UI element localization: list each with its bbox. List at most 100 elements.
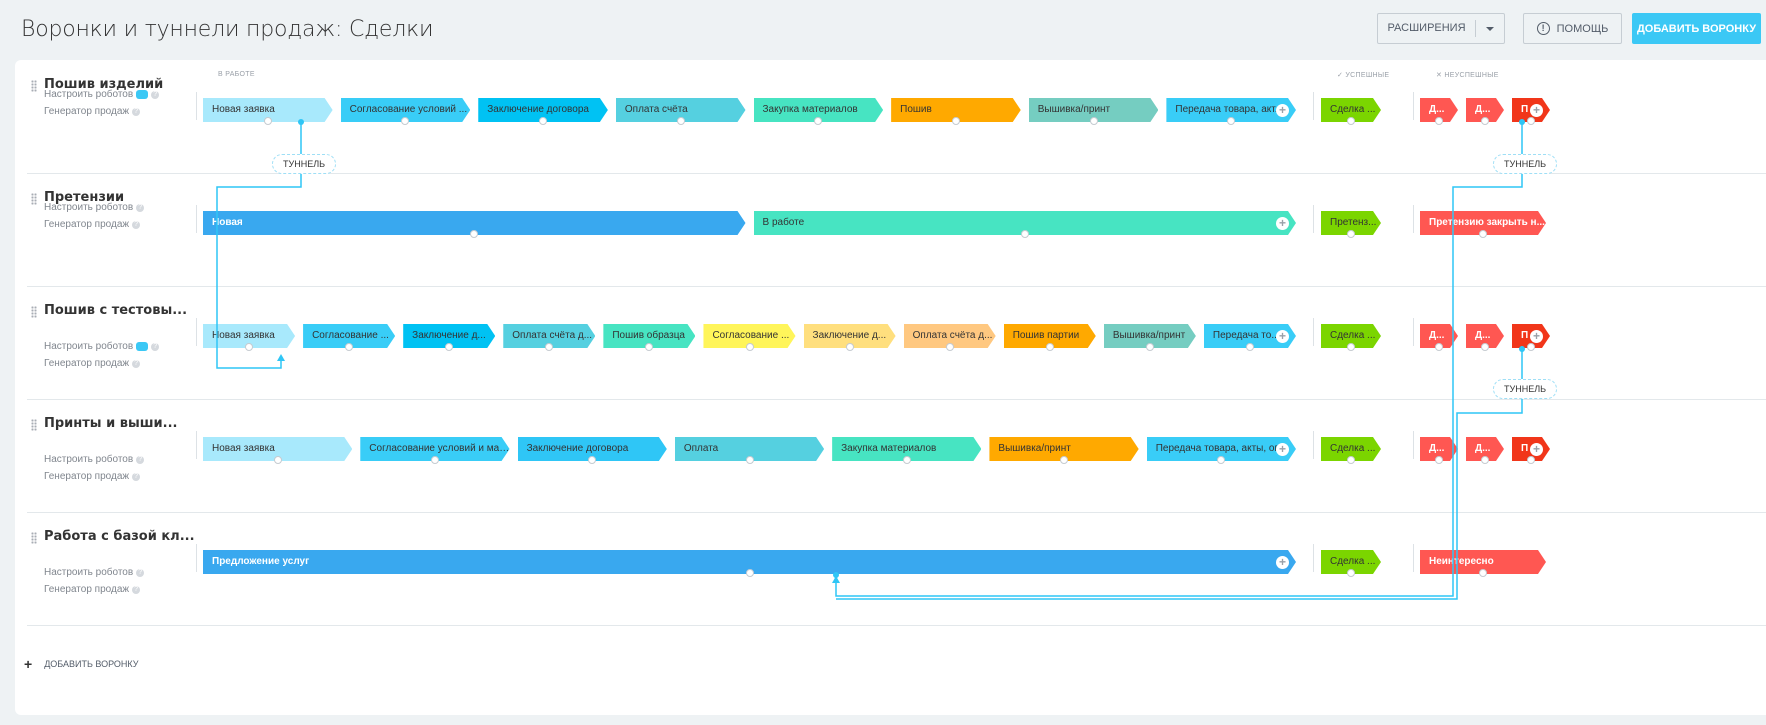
fail-header-label: Неуспешные xyxy=(1444,72,1499,79)
success-header-label: Успешные xyxy=(1345,72,1390,79)
tunnel-badge[interactable]: ТУННЕЛЬ xyxy=(272,154,337,174)
funnel-name[interactable]: Работа с базой кл... xyxy=(44,529,195,544)
stage-connector-dot[interactable] xyxy=(539,117,548,125)
add-stage-icon[interactable]: + xyxy=(1530,330,1543,343)
add-funnel-button[interactable]: Добавить воронку xyxy=(1632,13,1761,44)
tunnel-line xyxy=(836,346,1523,600)
add-funnel-link-label: Добавить воронку xyxy=(44,659,139,669)
stage-connector-dot[interactable] xyxy=(676,117,685,125)
stage-connector-dot[interactable] xyxy=(588,456,597,464)
stage-connector-dot[interactable] xyxy=(1217,456,1226,464)
add-stage-icon[interactable]: + xyxy=(1276,443,1289,456)
sales-generator-link[interactable]: Генератор продаж? xyxy=(44,584,141,595)
stage-connector-dot[interactable] xyxy=(745,456,754,464)
stage-connector-dot[interactable] xyxy=(263,117,272,125)
add-stage-icon[interactable]: + xyxy=(1530,443,1543,456)
sales-generator-label: Генератор продаж xyxy=(44,471,130,482)
sales-generator-link[interactable]: Генератор продаж? xyxy=(44,106,141,117)
extensions-dropdown-toggle[interactable] xyxy=(1476,26,1504,31)
help-question-icon: ? xyxy=(132,472,141,481)
stage-connector-dot[interactable] xyxy=(951,117,960,125)
drag-handle-icon[interactable] xyxy=(31,532,37,544)
stage-connector-dot[interactable] xyxy=(1435,343,1443,351)
help-question-icon: ? xyxy=(136,203,145,212)
stage-connector-dot[interactable] xyxy=(1045,343,1054,351)
stage-connector-dot[interactable] xyxy=(745,569,754,577)
drag-handle-icon[interactable] xyxy=(31,193,37,205)
stage-connector-dot[interactable] xyxy=(273,456,282,464)
drag-handle-icon[interactable] xyxy=(31,419,37,431)
stage-connector-dot[interactable] xyxy=(245,343,254,351)
sales-generator-link[interactable]: Генератор продаж? xyxy=(44,471,141,482)
add-stage-icon[interactable]: + xyxy=(1530,104,1543,117)
stage-connector-dot[interactable] xyxy=(1245,343,1254,351)
add-funnel-link[interactable]: + Добавить воронку xyxy=(24,656,138,672)
funnel-name[interactable]: Претензии xyxy=(44,190,125,205)
stage-connector-dot[interactable] xyxy=(1145,343,1154,351)
stage-connector-dot[interactable] xyxy=(1527,343,1535,351)
stage-connector-dot[interactable] xyxy=(545,343,554,351)
stage-connector-dot[interactable] xyxy=(470,230,479,238)
stage-connector-dot[interactable] xyxy=(902,456,911,464)
robots-link[interactable]: Настроить роботов? xyxy=(44,89,160,100)
stage-connector-dot[interactable] xyxy=(845,343,854,351)
robots-link[interactable]: Настроить роботов? xyxy=(44,454,145,465)
divider xyxy=(1413,318,1414,346)
funnel-name[interactable]: Пошив изделий xyxy=(44,77,164,92)
stage-connector-dot[interactable] xyxy=(1479,230,1487,238)
robots-link[interactable]: Настроить роботов? xyxy=(44,341,160,352)
stage-connector-dot[interactable] xyxy=(1060,456,1069,464)
page-title: Воронки и туннели продаж: Сделки xyxy=(21,17,434,42)
drag-handle-icon[interactable] xyxy=(31,80,37,92)
add-stage-icon[interactable]: + xyxy=(1276,330,1289,343)
stage-connector-dot[interactable] xyxy=(645,343,654,351)
tunnel-dot xyxy=(1519,346,1525,352)
add-stage-icon[interactable]: + xyxy=(1276,556,1289,569)
tunnel-dot xyxy=(833,572,839,578)
robots-link[interactable]: Настроить роботов? xyxy=(44,202,145,213)
extensions-button[interactable]: Расширения xyxy=(1377,13,1505,44)
stage-connector-dot[interactable] xyxy=(1347,343,1355,351)
stage-connector-dot[interactable] xyxy=(445,343,454,351)
sales-generator-link[interactable]: Генератор продаж? xyxy=(44,358,141,369)
funnel-name[interactable]: Пошив с тестовы... xyxy=(44,303,188,318)
stage-connector-dot[interactable] xyxy=(814,117,823,125)
stage-connector-dot[interactable] xyxy=(745,343,754,351)
stage-connector-dot[interactable] xyxy=(1481,343,1489,351)
help-question-icon: ? xyxy=(132,359,141,368)
help-label: Помощь xyxy=(1556,22,1609,35)
robots-link[interactable]: Настроить роботов? xyxy=(44,567,145,578)
stage-connector-dot[interactable] xyxy=(1479,569,1487,577)
sales-generator-label: Генератор продаж xyxy=(44,219,130,230)
tunnel-badge[interactable]: ТУННЕЛЬ xyxy=(1493,379,1558,399)
stage-connector-dot[interactable] xyxy=(1089,117,1098,125)
stage-connector-dot[interactable] xyxy=(345,343,354,351)
divider xyxy=(196,318,197,346)
stage-connector-dot[interactable] xyxy=(945,343,954,351)
stage-connector-dot[interactable] xyxy=(1020,230,1029,238)
drag-handle-icon[interactable] xyxy=(31,306,37,318)
sales-generator-label: Генератор продаж xyxy=(44,584,130,595)
stage-connector-dot[interactable] xyxy=(401,117,410,125)
help-question-icon: ? xyxy=(136,568,145,577)
stage-connector-dot[interactable] xyxy=(1481,456,1489,464)
tunnel-badge[interactable]: ТУННЕЛЬ xyxy=(1493,154,1558,174)
stage-connector-dot[interactable] xyxy=(1481,117,1489,125)
stage-connector-dot[interactable] xyxy=(1527,456,1535,464)
stage-connector-dot[interactable] xyxy=(1527,117,1535,125)
sales-generator-link[interactable]: Генератор продаж? xyxy=(44,219,141,230)
stage-connector-dot[interactable] xyxy=(430,456,439,464)
stage-connector-dot[interactable] xyxy=(1227,117,1236,125)
stage-connector-dot[interactable] xyxy=(1347,117,1355,125)
stage-connector-dot[interactable] xyxy=(1435,117,1443,125)
stage-connector-dot[interactable] xyxy=(1347,456,1355,464)
stage-connector-dot[interactable] xyxy=(1435,456,1443,464)
stage-connector-dot[interactable] xyxy=(1347,230,1355,238)
robots-link-label: Настроить роботов xyxy=(44,341,134,352)
funnel-name[interactable]: Принты и выши... xyxy=(44,416,178,431)
divider xyxy=(1313,544,1314,572)
stage-connector-dot[interactable] xyxy=(1347,569,1355,577)
help-button[interactable]: ! Помощь xyxy=(1523,13,1622,44)
add-stage-icon[interactable]: + xyxy=(1276,104,1289,117)
add-stage-icon[interactable]: + xyxy=(1276,217,1289,230)
